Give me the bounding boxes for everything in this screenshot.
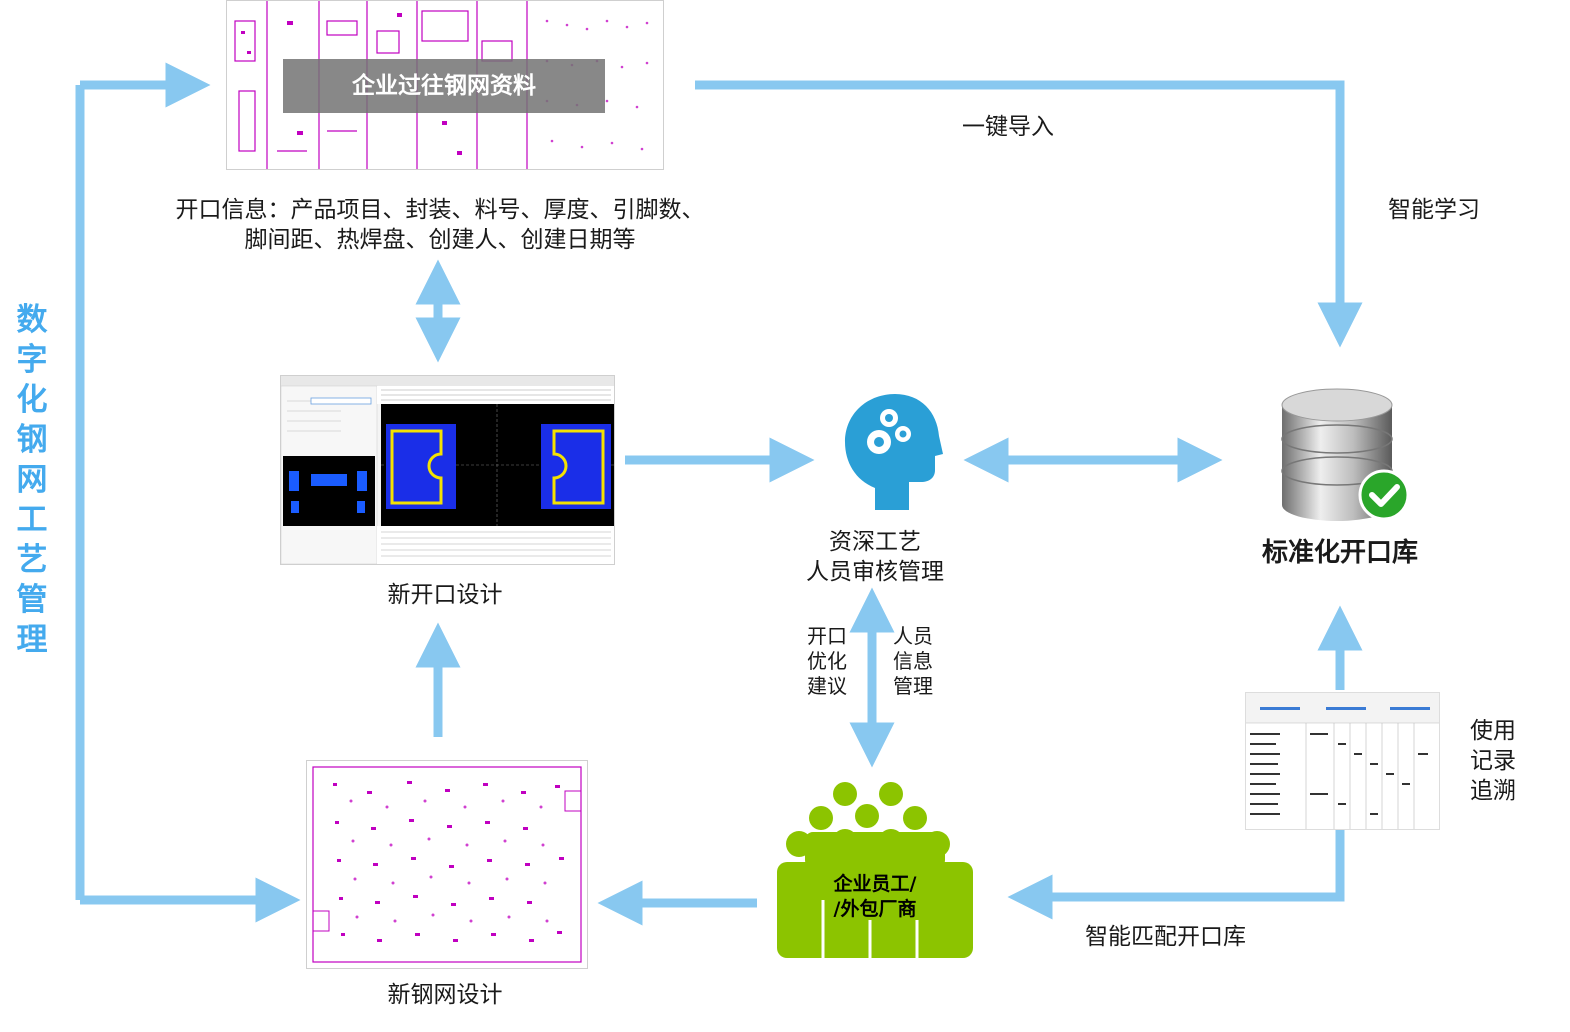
people-group-icon — [777, 782, 973, 958]
person-info-line: 人员 — [893, 624, 933, 648]
opening-design-drawing — [281, 376, 614, 564]
smart-learning-label: 智能学习 — [1388, 197, 1480, 223]
usage-line: 使用 — [1470, 718, 1516, 744]
title-char: 字 — [16, 342, 48, 378]
staff-group: 企业员工/ /外包厂商 — [775, 780, 975, 958]
title-char: 理 — [16, 622, 48, 658]
staff-label-line1: 企业员工/ — [833, 873, 917, 895]
person-info-line: 信息 — [893, 649, 933, 673]
staff-label: 企业员工/ /外包厂商 — [775, 872, 975, 922]
title-char: 网 — [16, 462, 48, 498]
database-icon — [1281, 388, 1410, 521]
title-char: 数 — [16, 302, 48, 338]
one-click-import-label: 一键导入 — [962, 114, 1054, 140]
expert-head-icon — [845, 394, 943, 510]
opening-info-text: 开口信息：产品项目、封装、料号、厚度、引脚数、 脚间距、热焊盘、创建人、创建日期… — [130, 195, 750, 255]
arrow-match-to-staff — [1007, 830, 1345, 920]
check-badge-icon — [1358, 469, 1410, 521]
title-char: 钢 — [16, 422, 48, 458]
expert-label-line2: 人员审核管理 — [806, 559, 944, 585]
standard-opening-library-label: 标准化开口库 — [1261, 538, 1418, 568]
new-opening-design-image — [280, 375, 615, 565]
person-info-line: 管理 — [893, 674, 933, 698]
smart-match-label: 智能匹配开口库 — [1085, 924, 1246, 950]
stencil-layout-drawing — [312, 766, 582, 963]
new-opening-design-label: 新开口设计 — [387, 582, 503, 608]
usage-table-drawing — [1246, 693, 1439, 829]
usage-line: 追溯 — [1470, 778, 1516, 804]
advice-line: 开口 — [807, 624, 847, 648]
expert-label-line1: 资深工艺 — [829, 529, 921, 555]
usage-line: 记录 — [1470, 748, 1516, 774]
advice-line: 优化 — [807, 649, 847, 673]
new-stencil-design-image — [306, 760, 588, 969]
usage-record-table-image — [1245, 692, 1440, 830]
arrow-import-to-db — [695, 80, 1363, 348]
opening-info-line2: 脚间距、热焊盘、创建人、创建日期等 — [244, 227, 636, 253]
usage-trace-label: 使用 记录 追溯 — [1470, 716, 1530, 806]
past-data-banner: 企业过往钢网资料 — [283, 59, 605, 113]
new-stencil-design-label: 新钢网设计 — [387, 982, 503, 1008]
title-char: 化 — [16, 382, 48, 418]
opening-info-line1: 开口信息：产品项目、封装、料号、厚度、引脚数、 — [175, 197, 705, 223]
title-char: 工 — [16, 502, 48, 538]
optimization-advice-label: 开口 优化 建议 — [802, 624, 852, 699]
title-char: 管 — [16, 582, 48, 618]
past-stencil-data-image: 企业过往钢网资料 — [226, 0, 664, 170]
vertical-title: 数 字 化 钢 网 工 艺 管 理 — [10, 300, 54, 660]
title-char: 艺 — [16, 542, 48, 578]
advice-line: 建议 — [807, 674, 847, 698]
expert-label: 资深工艺 人员审核管理 — [780, 527, 970, 587]
person-info-label: 人员 信息 管理 — [888, 624, 938, 699]
staff-label-line2: /外包厂商 — [833, 898, 917, 920]
